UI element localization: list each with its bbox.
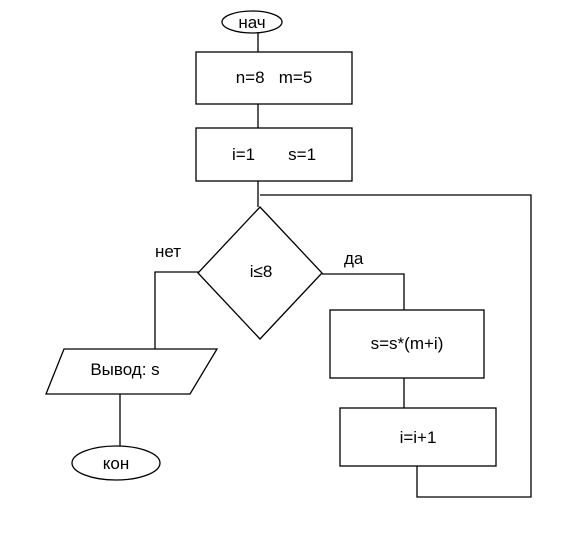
end-label: кон [103, 454, 129, 473]
init-process-label: n=8 m=5 [236, 68, 313, 87]
end-terminal [71, 445, 161, 481]
connector-no-branch [154, 271, 200, 349]
output-parallelogram [45, 348, 219, 395]
increment-process-label: i=i+1 [400, 428, 437, 447]
init-process-box [195, 51, 353, 105]
no-branch-label: нет [155, 242, 181, 261]
assign-process-label: i=1 s=1 [232, 145, 316, 164]
start-terminal [221, 10, 283, 34]
body-process-box [329, 309, 485, 379]
assign-process-box [195, 127, 353, 182]
body-process-label: s=s*(m+i) [371, 334, 444, 353]
increment-process-box [339, 407, 497, 467]
condition-label: i≤8 [250, 262, 273, 281]
yes-branch-label: да [344, 249, 364, 268]
connector-loop-back [260, 194, 532, 498]
condition-diamond [197, 206, 323, 340]
connector-yes-branch [322, 273, 405, 310]
start-label: нач [238, 13, 265, 32]
output-label: Вывод: s [90, 360, 159, 379]
connectors [119, 33, 532, 498]
